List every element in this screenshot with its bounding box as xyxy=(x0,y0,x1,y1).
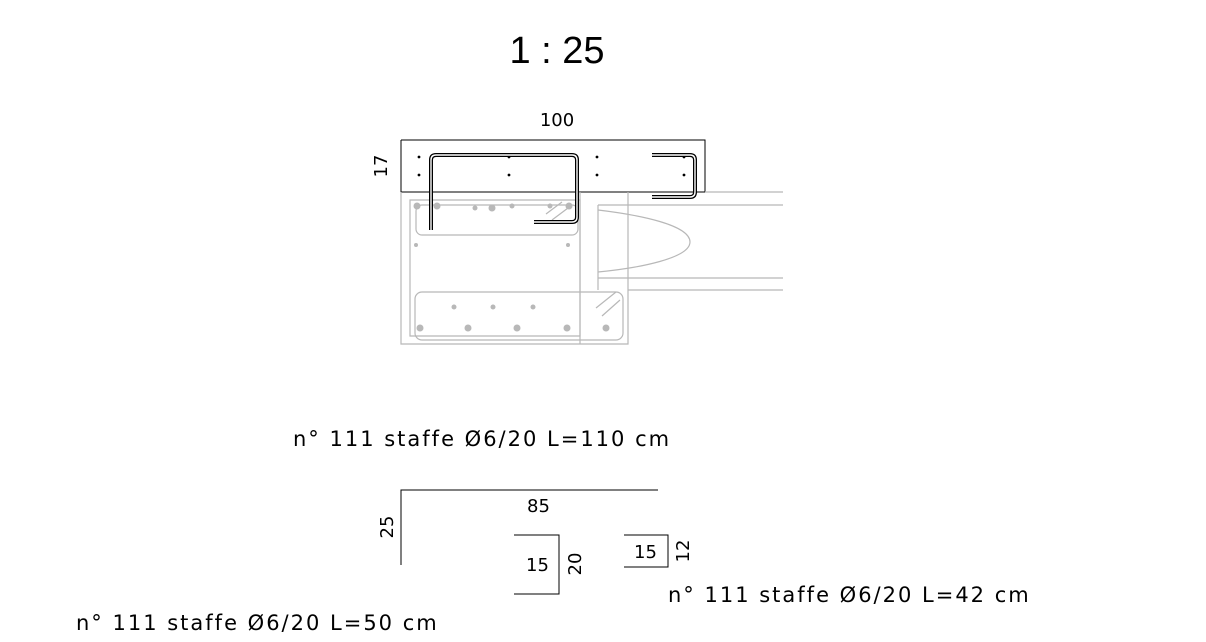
slab-rebar-dots xyxy=(417,155,686,177)
stirrup-110-left-dim: 25 xyxy=(377,516,398,539)
stirrup-110-hook-height-dim: 20 xyxy=(565,553,586,576)
slab-outline xyxy=(400,139,706,193)
stirrup-110-hook-width-dim: 15 xyxy=(526,555,549,576)
slab-width-label: 100 xyxy=(540,110,574,131)
stirrup-42-width-dim: 15 xyxy=(634,542,657,563)
stirrup-shape-42: 15 12 xyxy=(624,534,694,568)
section-view: 100 17 xyxy=(371,110,783,345)
stirrup-note-42: n° 111 staffe Ø6/20 L=42 cm xyxy=(668,583,1031,607)
stirrup-bars xyxy=(429,153,697,230)
slab-depth-label: 17 xyxy=(371,155,392,178)
stirrup-42-height-dim: 12 xyxy=(673,540,694,563)
stirrup-note-50: n° 111 staffe Ø6/20 L=50 cm xyxy=(76,611,439,635)
beam-section xyxy=(400,191,783,345)
scale-label: 1 : 25 xyxy=(509,30,604,72)
stirrup-shape-110: 85 25 15 20 xyxy=(377,489,658,595)
stirrup-note-110: n° 111 staffe Ø6/20 L=110 cm xyxy=(293,427,671,451)
stirrup-110-top-dim: 85 xyxy=(527,496,550,517)
beam-rebar-dots xyxy=(413,202,610,332)
